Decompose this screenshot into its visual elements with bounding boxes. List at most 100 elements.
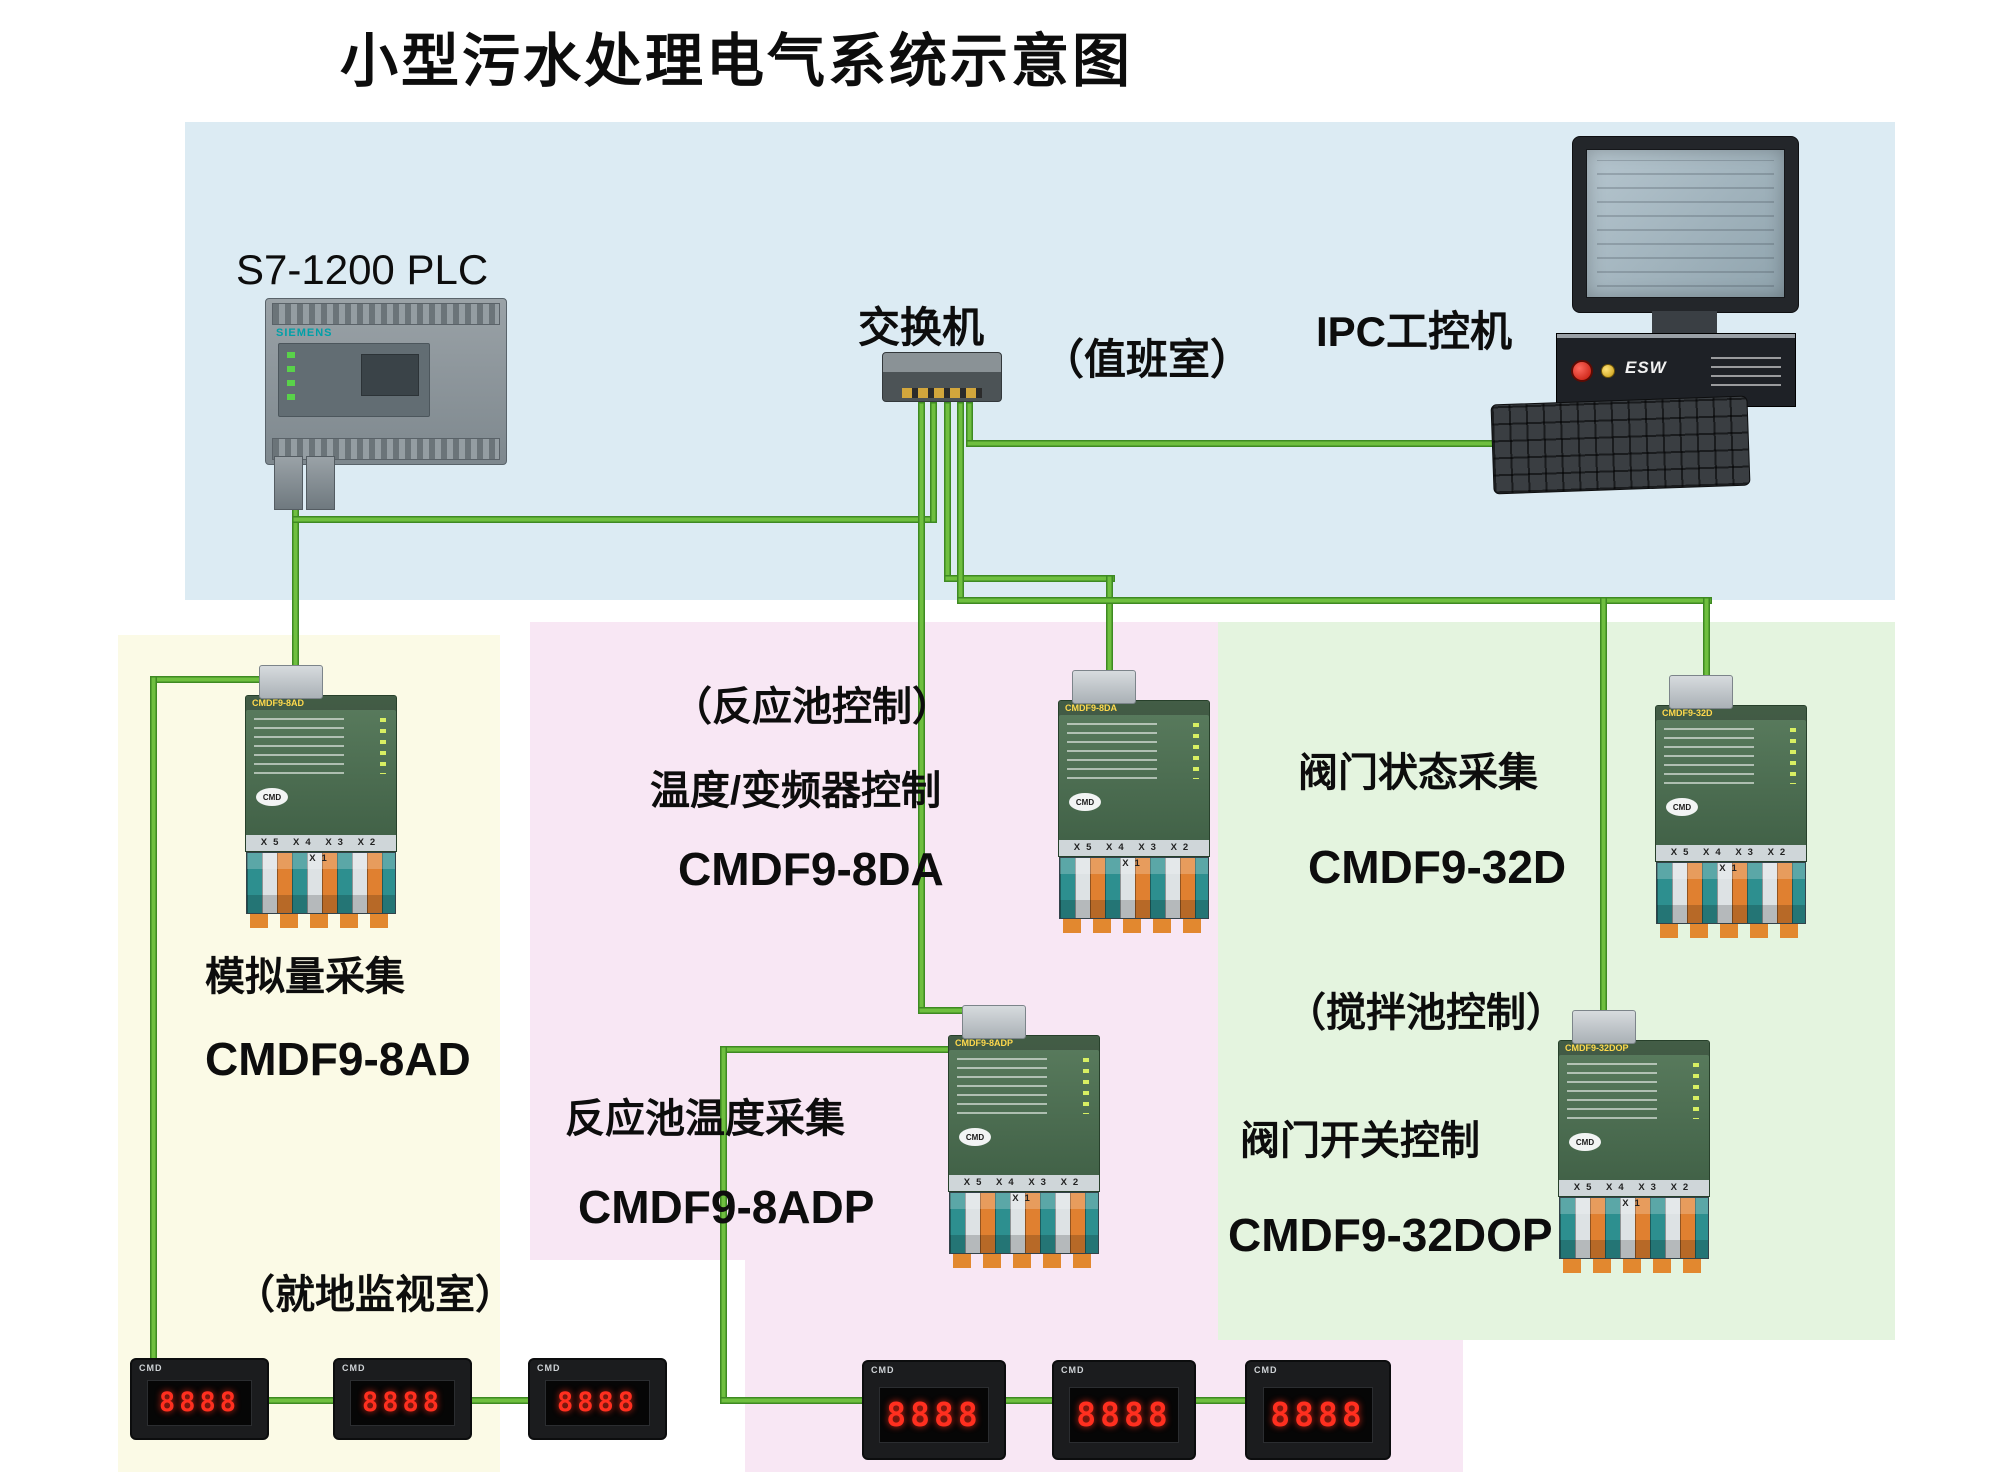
- monitor-stand: [1652, 311, 1717, 333]
- module-title: CMDF9-8DA: [1065, 703, 1118, 713]
- panel-meter: CMD 8888: [528, 1358, 667, 1440]
- page-title: 小型污水处理电气系统示意图: [340, 29, 1134, 94]
- module-terminal-tabs: [953, 1254, 1093, 1268]
- cable-center-meter-bus: [720, 1397, 1382, 1404]
- cable-switch-to-32d-v1: [957, 402, 964, 604]
- cable-switch-to-ipc-v: [966, 402, 973, 447]
- cmd-logo-icon: CMD: [1666, 798, 1698, 816]
- cable-to-32dop-v: [1600, 597, 1607, 1045]
- module-port-labels: X5 X4 X3 X2 X1: [949, 1175, 1099, 1204]
- meter-display: 8888: [349, 1380, 456, 1426]
- module-cmdf9-32dop: CMDF9-32DOP CMD X5 X4 X3 X2 X1: [1558, 1010, 1710, 1273]
- cmd-logo-icon: CMD: [1569, 1133, 1601, 1151]
- cable-switch-to-32d-h: [957, 597, 1712, 604]
- cable-left-riser: [150, 676, 157, 1404]
- ipc-monitor: [1572, 136, 1799, 313]
- label-cmdf9-8ad: CMDF9-8AD: [205, 1033, 471, 1085]
- ethernet-ports: [902, 388, 982, 398]
- plc-label: S7-1200 PLC: [236, 246, 489, 293]
- label-valve-switch-control: 阀门开关控制: [1240, 1119, 1480, 1163]
- module-body: CMDF9-8AD CMD X5 X4 X3 X2 X1: [245, 695, 397, 864]
- plc-terminal-strip-top: [272, 303, 500, 325]
- cable-switch-to-32d-v2: [1703, 597, 1710, 710]
- cable-plc-to-switch-v: [930, 402, 937, 523]
- module-port-labels: X5 X4 X3 X2 X1: [1059, 840, 1209, 869]
- module-leds: [1790, 728, 1796, 784]
- module-leds: [1693, 1063, 1699, 1119]
- cmd-logo-icon: CMD: [959, 1128, 991, 1146]
- cable-connector-icon: [1072, 670, 1136, 704]
- switch-label: 交换机: [858, 304, 985, 351]
- meter-digits: 8888: [1076, 1395, 1172, 1435]
- cable-plc-to-switch-h: [292, 516, 937, 523]
- plc-terminal-strip-bottom: [272, 438, 500, 460]
- plc-status-leds: [287, 352, 295, 402]
- cmd-logo-icon: CMD: [1069, 793, 1101, 811]
- module-leds: [1193, 723, 1199, 779]
- module-cmdf9-8da: CMDF9-8DA CMD X5 X4 X3 X2 X1: [1058, 670, 1210, 933]
- module-cmdf9-8ad: CMDF9-8AD CMD X5 X4 X3 X2 X1: [245, 665, 397, 928]
- module-port-labels: X5 X4 X3 X2 X1: [1656, 845, 1806, 874]
- ipc-keyboard: [1490, 395, 1751, 495]
- module-text-lines: [254, 718, 344, 774]
- module-terminal-blocks: [246, 852, 396, 914]
- plc-brand-label: SIEMENS: [276, 327, 333, 339]
- module-text-lines: [957, 1058, 1047, 1114]
- module-terminal-blocks: [1059, 857, 1209, 919]
- meter-digits: 8888: [361, 1387, 444, 1419]
- module-title: CMDF9-32D: [1662, 708, 1713, 718]
- ethernet-switch-device: [882, 352, 1002, 402]
- cable-switch-to-8da-h: [944, 575, 1115, 582]
- module-text-lines: [1664, 728, 1754, 784]
- monitor-screen: [1586, 149, 1785, 298]
- esw-label: ESW: [1625, 358, 1667, 377]
- cable-connector-icon: [259, 665, 323, 699]
- module-title: CMDF9-8AD: [252, 698, 305, 708]
- module-terminal-tabs: [1063, 919, 1203, 933]
- meter-display: 8888: [146, 1380, 253, 1426]
- label-cmdf9-32dop: CMDF9-32DOP: [1228, 1209, 1553, 1261]
- meter-display: 8888: [879, 1386, 989, 1443]
- panel-meter: CMD 8888: [1245, 1360, 1391, 1460]
- ipc-box-edge: [1557, 334, 1795, 338]
- plc-cable-connector-1: [274, 456, 303, 510]
- meter-brand-label: CMD: [1254, 1365, 1278, 1375]
- cable-switch-to-ipc-h: [966, 440, 1548, 447]
- plc-front-panel: [278, 343, 430, 417]
- module-port-labels: X5 X4 X3 X2 X1: [246, 835, 396, 864]
- module-terminal-tabs: [250, 914, 390, 928]
- label-reaction-tank-control: （反应池控制）: [672, 685, 952, 729]
- cable-switch-to-8da-v1: [944, 402, 951, 582]
- panel-meter: CMD 8888: [130, 1358, 269, 1440]
- module-terminal-blocks: [949, 1192, 1099, 1254]
- module-text-lines: [1067, 723, 1157, 779]
- cable-8adp-to-meters-v: [720, 1046, 727, 1404]
- meter-brand-label: CMD: [537, 1363, 561, 1373]
- ipc-label: IPC工控机: [1316, 308, 1513, 355]
- label-temp-vfd-control: 温度/变频器控制: [650, 769, 942, 813]
- label-cmdf9-8adp: CMDF9-8ADP: [578, 1181, 875, 1233]
- cable-plc-to-8ad: [292, 458, 299, 694]
- cable-switch-to-8adp-v: [918, 402, 925, 1014]
- ipc-box-text-lines: [1711, 356, 1781, 386]
- module-cmdf9-8adp: CMDF9-8ADP CMD X5 X4 X3 X2 X1: [948, 1005, 1100, 1268]
- panel-meter: CMD 8888: [862, 1360, 1006, 1460]
- meter-digits: 8888: [886, 1395, 982, 1435]
- module-leds: [380, 718, 386, 774]
- meter-display: 8888: [1069, 1386, 1179, 1443]
- label-reaction-temp-acquisition: 反应池温度采集: [565, 1097, 845, 1141]
- module-body: CMDF9-32D CMD X5 X4 X3 X2 X1: [1655, 705, 1807, 874]
- meter-display: 8888: [544, 1380, 651, 1426]
- cable-switch-to-8adp-h: [918, 1007, 1002, 1014]
- meter-digits: 8888: [556, 1387, 639, 1419]
- panel-meter: CMD 8888: [1052, 1360, 1196, 1460]
- module-body: CMDF9-32DOP CMD X5 X4 X3 X2 X1: [1558, 1040, 1710, 1209]
- label-analog-acquisition: 模拟量采集: [205, 955, 405, 999]
- cable-8ad-left-h: [150, 676, 290, 683]
- meter-brand-label: CMD: [342, 1363, 366, 1373]
- module-body: CMDF9-8DA CMD X5 X4 X3 X2 X1: [1058, 700, 1210, 869]
- module-terminal-tabs: [1563, 1259, 1703, 1273]
- ipc-controller-box: ESW: [1556, 333, 1796, 407]
- meter-brand-label: CMD: [871, 1365, 895, 1375]
- module-cmdf9-32d: CMDF9-32D CMD X5 X4 X3 X2 X1: [1655, 675, 1807, 938]
